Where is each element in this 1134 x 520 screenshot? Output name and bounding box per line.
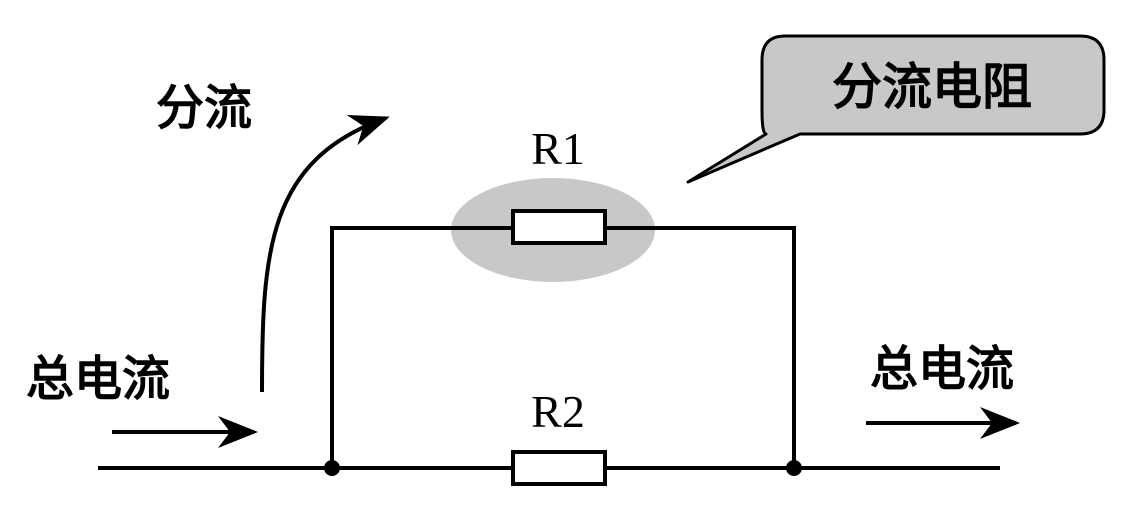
total-current-in-label: 总电流 xyxy=(26,351,170,407)
callout-bubble xyxy=(686,34,1106,184)
callout-label: 分流电阻 xyxy=(832,58,1032,116)
branch-current-label: 分流 xyxy=(156,80,252,136)
resistor-r2 xyxy=(511,450,607,486)
total-current-out-label: 总电流 xyxy=(870,341,1014,397)
junction-right xyxy=(786,460,802,476)
r1-label: R1 xyxy=(531,123,585,174)
junction-left xyxy=(324,460,340,476)
resistor-r1 xyxy=(511,209,607,245)
r2-label: R2 xyxy=(531,386,585,437)
branch-current-arrow xyxy=(260,115,390,393)
